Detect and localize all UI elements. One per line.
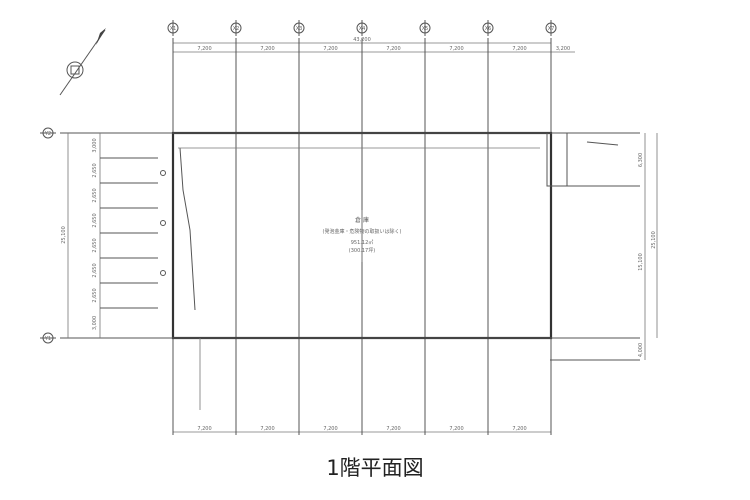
column-marker	[160, 170, 166, 176]
dim-bottom-1: 7,200	[197, 426, 211, 432]
svg-text:X4: X4	[359, 26, 366, 32]
dim-right-1: 6,300	[638, 153, 644, 167]
dim-bottom-5: 7,200	[449, 426, 463, 432]
north-arrow-icon	[59, 28, 106, 96]
dim-right-2: 15,100	[638, 253, 644, 271]
svg-text:X7: X7	[548, 26, 555, 32]
dim-left-8: 3,000	[92, 316, 98, 330]
dim-top-6: 7,200	[512, 46, 526, 52]
room-note: (発泡金庫・危険物の取扱いは除く)	[323, 228, 402, 235]
dim-left-1: 3,000	[92, 138, 98, 152]
interior-line	[179, 147, 196, 311]
dim-bottom-2: 7,200	[260, 426, 274, 432]
dim-right-total: 25,100	[651, 231, 657, 249]
stair-room	[546, 132, 568, 187]
dim-left-6: 2,650	[92, 263, 98, 277]
dim-left-3: 2,650	[92, 188, 98, 202]
dim-left-7: 2,650	[92, 288, 98, 302]
dim-bottom-6: 7,200	[512, 426, 526, 432]
dim-top-1: 7,200	[197, 46, 211, 52]
column-marker	[160, 220, 166, 226]
svg-text:Y2: Y2	[44, 131, 51, 137]
dim-left-5: 2,650	[92, 238, 98, 252]
axis-bubble-x2: X2	[230, 20, 242, 36]
dim-left-total: 25,100	[61, 226, 67, 244]
column-marker	[160, 270, 166, 276]
dim-bottom-4: 7,200	[386, 426, 400, 432]
drawing-title: 1階平面図	[326, 456, 424, 480]
dim-bottom-3: 7,200	[323, 426, 337, 432]
axis-bubble-x6: X6	[482, 20, 494, 36]
svg-text:X1: X1	[170, 26, 177, 32]
room-name: 倉 庫	[355, 216, 369, 224]
axis-bubble-x1: X1	[167, 20, 179, 36]
svg-text:X3: X3	[296, 26, 303, 32]
room-area-tsubo: (300.17坪)	[349, 247, 375, 254]
svg-text:Y1: Y1	[44, 336, 51, 342]
svg-text:X2: X2	[233, 26, 240, 32]
room-area-m2: 951.12㎡	[351, 239, 374, 246]
dim-top-extra: 3,200	[556, 46, 570, 52]
dim-top-2: 7,200	[260, 46, 274, 52]
axis-bubble-x5: X5	[419, 20, 431, 36]
dim-top-4: 7,200	[386, 46, 400, 52]
svg-text:X6: X6	[485, 26, 492, 32]
dim-top-3: 7,200	[323, 46, 337, 52]
dim-left-2: 2,650	[92, 163, 98, 177]
svg-text:X5: X5	[422, 26, 429, 32]
axis-bubble-x7: X7	[545, 20, 557, 36]
dim-left-4: 2,650	[92, 213, 98, 227]
axis-bubble-x4: X4	[356, 20, 368, 36]
dim-right-3: 4,000	[638, 343, 644, 357]
axis-bubble-y1: Y1	[40, 332, 56, 344]
dim-top-5: 7,200	[449, 46, 463, 52]
axis-bubble-y2: Y2	[40, 127, 56, 139]
axis-bubble-x3: X3	[293, 20, 305, 36]
